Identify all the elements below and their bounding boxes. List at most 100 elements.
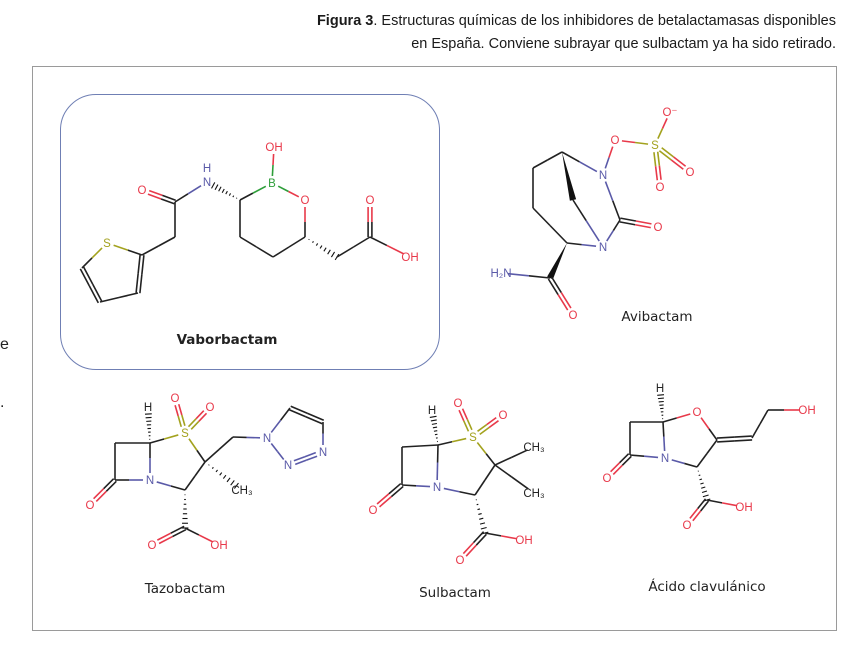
atom-label: B	[268, 178, 276, 190]
atom-label: OH	[401, 252, 418, 264]
bond	[676, 413, 691, 419]
hashed-bond	[226, 477, 231, 483]
hashed-bond	[657, 397, 664, 400]
hashed-bond	[478, 513, 482, 515]
hashed-bond	[211, 182, 216, 189]
bond	[204, 448, 220, 463]
bond	[103, 478, 115, 490]
bond	[162, 194, 176, 201]
bond	[163, 434, 179, 440]
atom-label: S	[651, 140, 659, 152]
atom-label: CH₃	[523, 442, 545, 454]
bond	[717, 440, 735, 443]
bond	[716, 436, 735, 439]
hashed-bond	[479, 517, 484, 520]
bond	[419, 444, 439, 447]
bond	[443, 487, 460, 493]
bond	[708, 428, 718, 441]
bond	[290, 405, 308, 414]
bond	[141, 245, 159, 256]
atom-label: O	[454, 398, 463, 410]
bond	[388, 482, 402, 495]
hashed-bond	[230, 480, 235, 486]
vaborbactam-name: Vaborbactam	[177, 332, 278, 348]
bond	[99, 296, 120, 303]
hashed-bond	[225, 190, 228, 195]
bond	[465, 544, 477, 557]
hashed-bond	[323, 247, 327, 252]
bond	[549, 224, 568, 244]
tazobactam-name: Tazobactam	[144, 581, 226, 597]
bond	[619, 453, 630, 464]
bond	[612, 464, 623, 475]
bond	[661, 118, 668, 129]
bond	[547, 151, 563, 161]
bond	[606, 230, 615, 242]
bond	[662, 417, 677, 423]
wedge-bond	[547, 243, 567, 280]
bond	[386, 244, 405, 255]
atom-label: O	[569, 310, 578, 322]
bond	[156, 532, 172, 541]
bond	[488, 420, 499, 429]
bond	[572, 199, 587, 221]
bond	[177, 415, 183, 428]
atom-label: O	[369, 505, 378, 517]
bond	[127, 249, 143, 256]
bond	[477, 423, 488, 432]
bond	[369, 236, 388, 247]
bond	[635, 223, 651, 229]
bond	[148, 189, 163, 197]
bond	[658, 150, 672, 161]
bond	[82, 266, 94, 285]
bond	[604, 157, 610, 169]
bond	[566, 242, 582, 246]
bond	[81, 257, 93, 269]
bond	[401, 484, 417, 487]
hashed-bond	[219, 472, 223, 476]
bond	[288, 190, 300, 198]
hashed-bond	[232, 195, 235, 198]
bond	[174, 193, 189, 203]
bond	[557, 294, 569, 311]
bond	[507, 272, 530, 277]
bond	[474, 479, 486, 496]
sulbactam-name: Sulbactam	[419, 585, 491, 601]
atom-label: O	[301, 195, 310, 207]
bond	[547, 278, 559, 295]
bond	[657, 128, 664, 139]
bond	[272, 246, 290, 258]
bond	[172, 528, 187, 538]
bond	[494, 456, 512, 466]
bond	[187, 418, 197, 428]
hashed-bond	[430, 419, 437, 422]
atom-label: H₂N	[490, 268, 511, 280]
bond	[561, 151, 580, 163]
bond	[305, 455, 318, 462]
bond	[661, 147, 675, 158]
hashed-bond	[433, 430, 438, 432]
hashed-bond	[330, 251, 336, 258]
bond	[105, 480, 117, 492]
bond	[463, 420, 470, 432]
bond	[656, 151, 661, 166]
figure-frame	[32, 66, 837, 631]
caption-line-2: en España. Conviene subrayar que sulbact…	[411, 36, 836, 52]
hashed-bond	[479, 522, 486, 525]
bond	[662, 421, 665, 437]
atom-label: H	[656, 383, 664, 395]
atom-label: OH	[735, 502, 752, 514]
cropped-text-fragment: .	[0, 394, 5, 411]
hashed-bond	[233, 482, 239, 489]
bond	[494, 464, 513, 478]
bond	[510, 449, 528, 459]
hashed-bond	[700, 482, 704, 485]
atom-label: O	[86, 500, 95, 512]
bond	[706, 499, 723, 504]
figure-caption: Figura 3. Estructuras químicas de los in…	[317, 10, 836, 56]
bond	[184, 475, 196, 491]
atom-label: O	[138, 185, 147, 197]
bond	[277, 185, 289, 193]
bond	[353, 236, 371, 248]
bond	[270, 443, 279, 452]
